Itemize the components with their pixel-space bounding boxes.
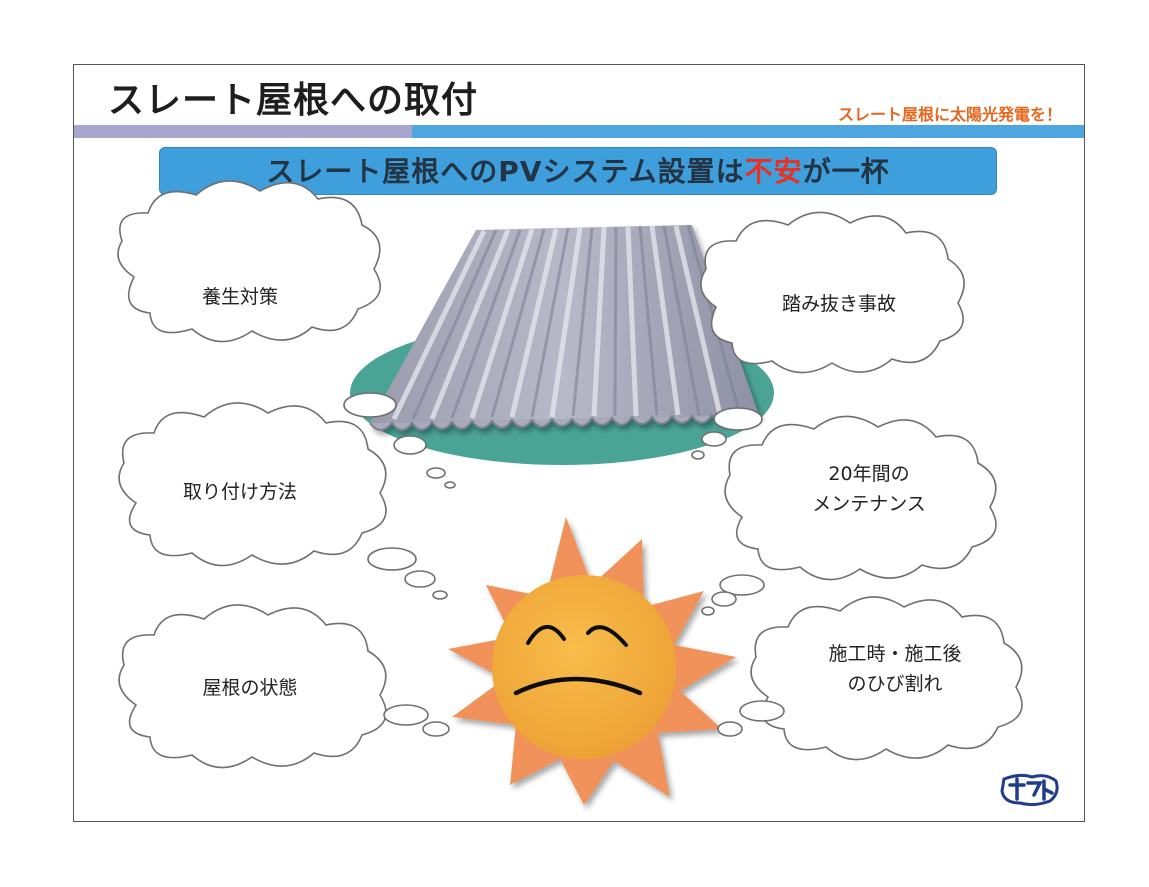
cloud-6-shape (750, 596, 1023, 761)
slide-subtitle: スレート屋根に太陽光発電を！ (837, 105, 1062, 124)
cloud-4-label-line2: メンテナンス (812, 493, 926, 515)
header-bar-right (412, 125, 1084, 138)
cloud-2-shape (700, 211, 965, 374)
company-logo-icon (1000, 773, 1059, 807)
banner-text-highlight: 不安 (744, 155, 803, 188)
cloud-1-label: 養生対策 (201, 286, 278, 308)
cloud-5-shape (118, 604, 387, 769)
cloud-6-label: 施工時・施工後 のひび割れ (800, 639, 990, 699)
cloud-4-shape (724, 415, 997, 581)
corrugated-roof-icon (369, 224, 760, 431)
page-title: スレート屋根への取付 (108, 80, 479, 121)
cloud-3-shape (118, 402, 387, 567)
cloud-1-shape (117, 180, 381, 343)
cloud-3-label: 取り付け方法 (182, 481, 297, 503)
cloud-6-label-line2: のひび割れ (847, 673, 943, 695)
cloud-6-label-line1: 施工時・施工後 (828, 643, 962, 665)
cloud-4-label-line1: 20年間の (828, 463, 910, 485)
banner-text-after: が一杯 (802, 155, 890, 188)
slide: スレート屋根への取付 スレート屋根に太陽光発電を！ スレート屋根へのPVシステム… (73, 64, 1085, 822)
illustration (117, 180, 1023, 805)
header-bar-left (74, 125, 412, 138)
banner-text-before: スレート屋根へのPVシステム設置は (266, 155, 745, 188)
worried-sun-icon (448, 517, 736, 805)
cloud-4-label: 20年間の メンテナンス (774, 459, 964, 519)
cloud-5-label: 屋根の状態 (202, 677, 298, 699)
cloud-2-label: 踏み抜き事故 (781, 293, 896, 315)
